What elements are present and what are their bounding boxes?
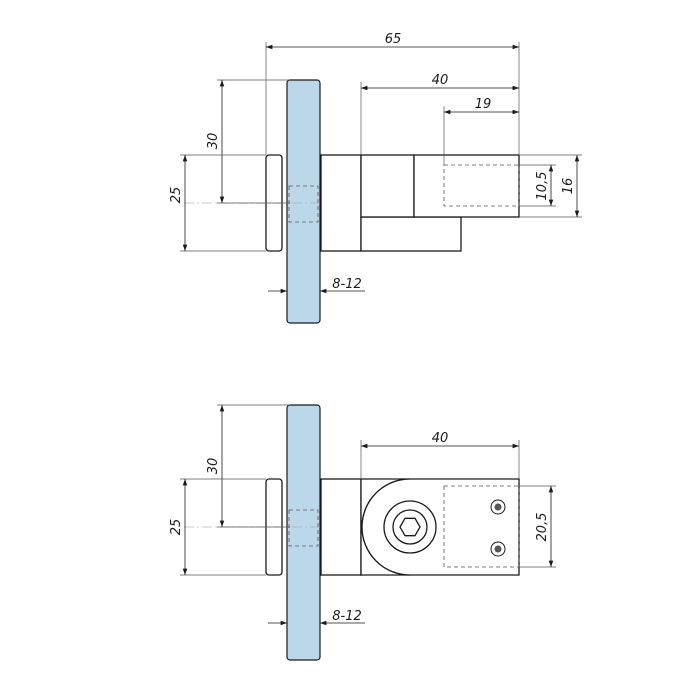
dim-bore-depth: 19 xyxy=(475,97,492,112)
hex-socket-icon xyxy=(399,517,421,537)
base-plate xyxy=(360,216,462,252)
bore-hidden xyxy=(443,164,520,207)
inner-clamp xyxy=(320,154,362,252)
set-screw-icon xyxy=(490,541,506,557)
bottom-view: 40 20,5 30 25 8-12 xyxy=(169,404,556,661)
through-bolt xyxy=(288,509,319,547)
dim-glass-thickness: 8-12 xyxy=(332,277,362,292)
dim-bore-width: 20,5 xyxy=(535,513,550,542)
dim-body-length: 40 xyxy=(432,73,449,88)
dim-body-length: 40 xyxy=(432,431,449,446)
dim-bore-diameter: 10,5 xyxy=(535,172,550,201)
dim-overall-length: 65 xyxy=(385,32,402,47)
dim-disc-offset: 30 xyxy=(206,133,221,150)
inner-clamp xyxy=(320,478,362,576)
connector-tube xyxy=(413,154,520,218)
through-bolt xyxy=(288,185,319,223)
bore-hidden xyxy=(443,485,520,568)
glass-panel xyxy=(286,404,321,661)
dim-disc-offset: 30 xyxy=(206,458,221,475)
glass-panel xyxy=(286,79,321,324)
dim-disc-diameter: 25 xyxy=(169,187,184,204)
dim-glass-thickness: 8-12 xyxy=(332,609,362,624)
dim-disc-diameter: 25 xyxy=(169,519,184,536)
set-screw-icon xyxy=(490,499,506,515)
top-view: 65 40 19 10,5 16 30 25 8-12 xyxy=(169,32,582,324)
connector-body xyxy=(360,154,415,218)
dim-body-height: 16 xyxy=(561,178,576,195)
